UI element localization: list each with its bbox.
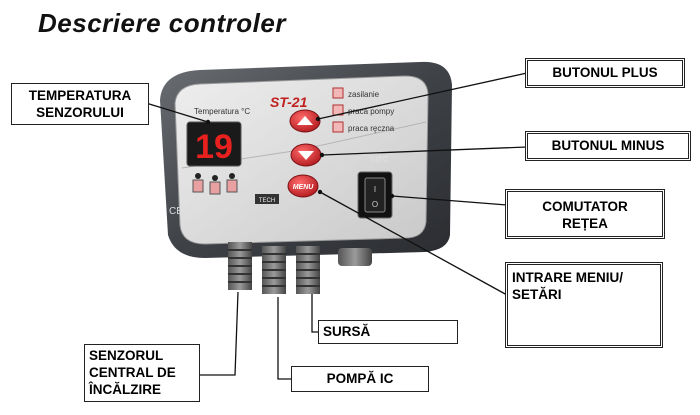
ce-mark: CE xyxy=(169,206,183,217)
temperature-display xyxy=(186,121,242,167)
menu-button[interactable] xyxy=(287,174,319,198)
cable-gland-sensor xyxy=(228,242,252,290)
brand-plate xyxy=(255,194,279,204)
callout-network-switch: COMUTATOR REȚEA xyxy=(505,189,665,239)
power-indicator xyxy=(332,87,344,99)
callout-source: SURSĂ xyxy=(318,320,458,344)
indicator-label-power: zasilanie xyxy=(348,90,380,99)
cable-gland-pump xyxy=(262,246,286,294)
cable-gland-source xyxy=(296,246,320,294)
callout-temperature-sensor: TEMPERATURA SENZORULUI xyxy=(11,83,149,125)
plus-arrow-icon xyxy=(297,116,313,125)
brand-label: TECH xyxy=(259,198,275,204)
svg-text:O: O xyxy=(372,200,378,209)
connector-2 xyxy=(209,181,221,195)
display-digits: 19 xyxy=(195,128,233,166)
connector-1 xyxy=(192,179,204,193)
callout-minus-button: BUTONUL MINUS xyxy=(525,131,691,161)
power-inlet xyxy=(338,248,372,266)
network-label: SIEĆ xyxy=(370,155,389,164)
network-switch[interactable] xyxy=(364,177,386,213)
page-title: Descriere controler xyxy=(38,8,286,38)
manual-indicator xyxy=(332,121,344,133)
connector-3 xyxy=(226,179,238,193)
indicator-label-pump: praca pompy xyxy=(348,107,394,116)
svg-text:I: I xyxy=(374,185,376,194)
minus-arrow-icon xyxy=(298,151,314,160)
callout-ch-pump: POMPĂ IC xyxy=(291,366,429,392)
menu-button-label: MENU xyxy=(293,184,315,191)
callout-central-heating-sensor: SENZORUL CENTRAL DE ÎNCĂLZIRE xyxy=(84,344,200,402)
display-caption: Temperatura °C xyxy=(194,107,250,116)
indicator-label-manual: praca ręczna xyxy=(348,124,395,133)
model-label: ST-21 xyxy=(270,94,308,110)
callout-menu-entry: INTRARE MENIU/ SETĂRI xyxy=(505,262,663,348)
callout-plus-button: BUTONUL PLUS xyxy=(525,58,685,88)
